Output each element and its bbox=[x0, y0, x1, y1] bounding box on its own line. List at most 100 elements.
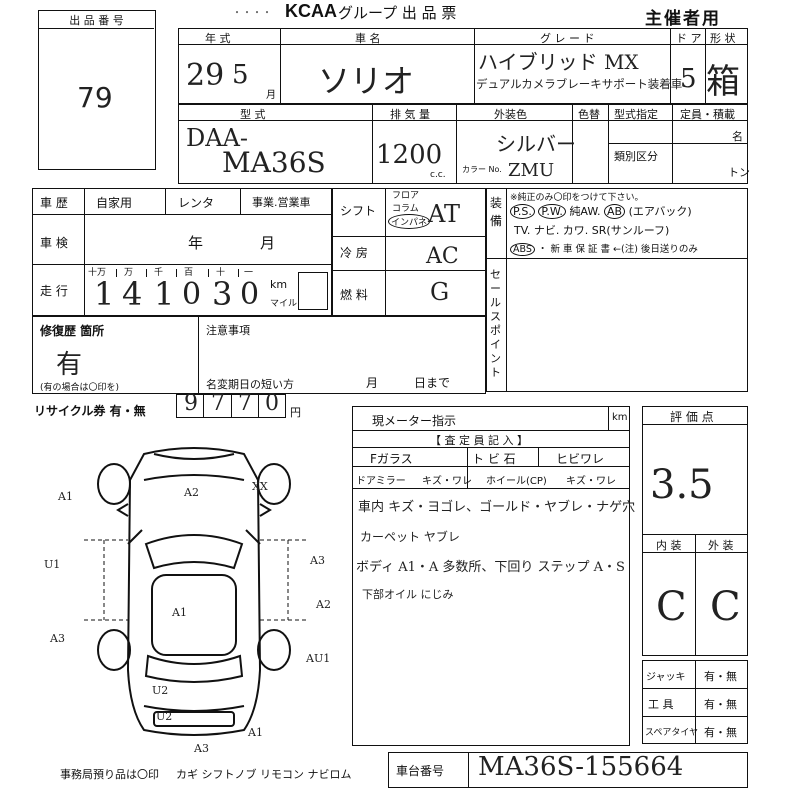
vehicle-info-box bbox=[178, 28, 748, 104]
spare-label: スペアタイヤ bbox=[645, 728, 699, 738]
eq-aw: 純AW. bbox=[569, 205, 601, 218]
shift-opt-floor: フロア bbox=[392, 191, 420, 201]
inspector-header: 【 査 定 員 記 入 】 bbox=[430, 434, 528, 447]
equipment-line3: ABS ・ 新 車 保 証 書 ←(注) 後日送りのみ bbox=[510, 241, 698, 256]
equipment-label: 装 備 bbox=[490, 196, 503, 228]
recycle-unit: 円 bbox=[290, 406, 301, 419]
name-change-month: 月 bbox=[366, 376, 379, 390]
note-line-3: ボディ A1・A 多数所、下回り ステップ A・S bbox=[356, 560, 625, 575]
model-prefix: DAA- bbox=[186, 124, 249, 152]
mark-a1-bottom: A1 bbox=[247, 726, 263, 739]
check-mirror-dmg: キズ・ワレ bbox=[422, 476, 472, 487]
sales-point-label: セールスポイント bbox=[490, 268, 501, 379]
tools-label: 工 具 bbox=[648, 698, 674, 711]
check-mirror: ドアミラー bbox=[356, 476, 406, 487]
check-crack: ヒビワレ bbox=[556, 452, 605, 466]
capacity-unit1: 名 bbox=[732, 130, 743, 143]
mark-a3-left: A3 bbox=[49, 632, 65, 645]
door-value: 5 bbox=[680, 64, 697, 94]
eq-warranty: ・ 新 車 保 証 書 ←(注) 後日送りのみ bbox=[537, 244, 698, 255]
mileage-label: 走 行 bbox=[40, 284, 68, 298]
history-option-rental: レンタ bbox=[178, 196, 215, 210]
chassis-value: MA36S-155664 bbox=[478, 752, 684, 782]
note-line-1: 車内 キズ・ヨゴレ、ゴールド・ヤブレ・ナゲ穴 bbox=[358, 500, 636, 515]
rating-label: 評 価 点 bbox=[670, 410, 714, 424]
mile-box bbox=[298, 272, 328, 310]
history-option-private: 自家用 bbox=[96, 196, 133, 210]
recycle-digit-3: 7 bbox=[238, 391, 252, 416]
model-label: 型 式 bbox=[240, 108, 266, 121]
meter-box bbox=[352, 406, 630, 746]
meter-label: 現メーター指示 bbox=[372, 414, 457, 428]
digit-head-10k: 万 bbox=[124, 268, 134, 278]
equipment-line1: P.S. P.W. 純AW. AB (エアバック) bbox=[510, 203, 692, 219]
digit-6: 0 bbox=[240, 277, 260, 312]
name-change-day: 日まで bbox=[414, 376, 451, 390]
equipment-line2: TV. ナビ. カワ. SR(サンルーフ) bbox=[514, 224, 670, 237]
mark-a2-right: A2 bbox=[315, 598, 331, 611]
dots: ・・・・ bbox=[232, 8, 272, 19]
exterior-label: 外 装 bbox=[708, 539, 734, 552]
model-info-box bbox=[178, 104, 748, 184]
displacement-label: 排 気 量 bbox=[390, 108, 430, 121]
km-label: km bbox=[270, 278, 288, 291]
color-value: シルバー bbox=[496, 132, 576, 156]
ac-value: AC bbox=[426, 244, 459, 269]
mark-a1-front-left: A1 bbox=[57, 490, 73, 503]
repair-box bbox=[32, 316, 486, 394]
rating-score: 3.5 bbox=[650, 462, 714, 508]
mark-au1-right: AU1 bbox=[305, 652, 330, 665]
eq-ps: P.S. bbox=[510, 204, 535, 219]
digit-head-1: 一 bbox=[244, 268, 254, 278]
digit-3: 1 bbox=[154, 275, 175, 313]
check-wheel: ホイール(CP) bbox=[486, 476, 547, 487]
chassis-label: 車台番号 bbox=[396, 764, 445, 778]
digit-1: 1 bbox=[94, 275, 115, 313]
shift-opt-panel: インパネ bbox=[388, 214, 431, 229]
note-line-4: 下部オイル にじみ bbox=[362, 588, 454, 601]
shape-value: 箱 bbox=[706, 62, 740, 102]
digit-head-10: 十 bbox=[216, 268, 226, 278]
recycle-label: リサイクル券 有・無 bbox=[34, 404, 146, 418]
mark-xx: XX bbox=[252, 480, 268, 493]
note-line-2: カーペット ヤブレ bbox=[360, 530, 460, 544]
mark-a2-hood: A2 bbox=[183, 486, 199, 499]
shape-label: 形 状 bbox=[710, 32, 736, 45]
car-name-value: ソリオ bbox=[318, 62, 415, 100]
interior-value: C bbox=[656, 584, 687, 630]
meter-unit: km bbox=[612, 412, 628, 423]
mileage-digits: 十万 万 千 百 十 一 1 4 1 0 3 0 bbox=[88, 265, 268, 315]
fuel-value: G bbox=[430, 278, 450, 306]
history-box bbox=[32, 188, 332, 316]
mark-a3-right: A3 bbox=[309, 554, 325, 567]
eq-ab: AB bbox=[603, 204, 626, 219]
recycle-digit-4: 0 bbox=[265, 391, 279, 416]
year-label: 年 式 bbox=[205, 32, 231, 45]
form-title: グループ 出 品 票 bbox=[338, 4, 457, 22]
fuel-label: 燃 料 bbox=[340, 288, 368, 302]
door-label: ド ア bbox=[676, 32, 702, 45]
inspection-label: 車 検 bbox=[40, 236, 68, 250]
model-value: MA36S bbox=[222, 146, 326, 179]
displacement-unit: c.c. bbox=[430, 170, 446, 180]
shift-value: AT bbox=[428, 200, 461, 228]
shift-label: シフト bbox=[340, 204, 377, 218]
class-label: 類別区分 bbox=[614, 150, 658, 163]
tools-value: 有・無 bbox=[704, 698, 737, 711]
chassis-box bbox=[388, 752, 748, 788]
check-chip: ト ビ 石 bbox=[472, 452, 516, 466]
color-no-label: カラー No. bbox=[462, 165, 502, 174]
color-no-value: ZMU bbox=[508, 160, 555, 181]
digit-5: 3 bbox=[212, 275, 233, 313]
equipment-note: ※純正のみ〇印をつけて下さい。 bbox=[510, 193, 644, 203]
displacement-value: 1200 bbox=[376, 140, 443, 170]
digit-2: 4 bbox=[122, 275, 143, 313]
organizer-label: 主催者用 bbox=[645, 9, 721, 29]
color-label: 外装色 bbox=[494, 108, 527, 121]
grade-label: グ レ ー ド bbox=[540, 32, 595, 45]
recolor-label: 色替 bbox=[578, 108, 600, 121]
jack-label: ジャッキ bbox=[646, 672, 686, 683]
digit-head-100k: 十万 bbox=[88, 268, 107, 278]
grade-line2: デュアルカメラブレーキサポート装着車 bbox=[476, 77, 683, 91]
repair-value: 有 bbox=[56, 350, 83, 380]
